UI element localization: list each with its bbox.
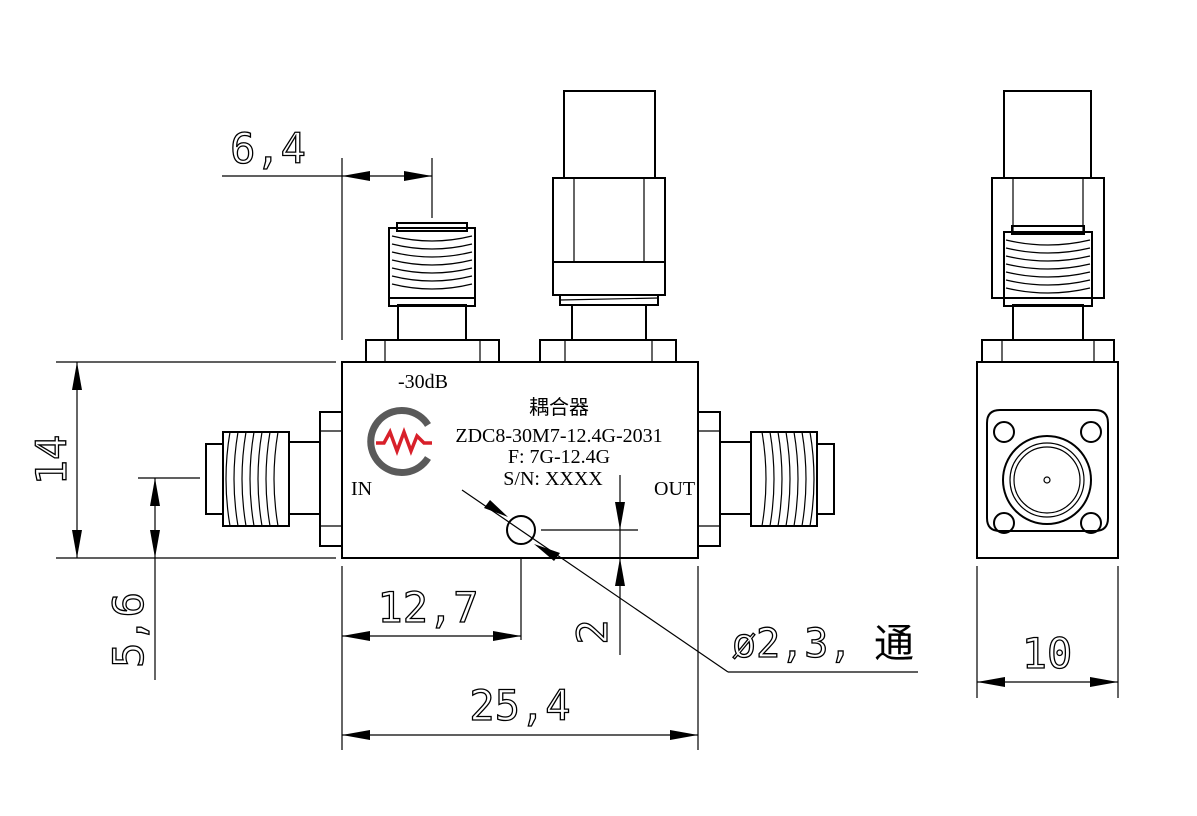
top-flange-coupled xyxy=(365,339,500,363)
flange-hole xyxy=(1080,512,1102,534)
connector-face xyxy=(1002,435,1092,525)
flange-hole xyxy=(993,421,1015,443)
square-flange xyxy=(986,409,1109,532)
frequency-label: F: 7G-12.4G xyxy=(508,446,610,468)
product-name-label: 耦合器 xyxy=(529,396,589,419)
input-connector xyxy=(205,411,343,547)
dim-depth: 10 xyxy=(1022,629,1073,678)
center-pin xyxy=(1043,476,1051,484)
output-label: OUT xyxy=(654,478,695,500)
model-label: ZDC8-30M7-12.4G-2031 xyxy=(455,425,662,447)
hole-note-suffix: 通 xyxy=(874,621,914,667)
dim-hole-dy: 2 xyxy=(568,619,617,644)
hole-note-prefix: ø2,3, xyxy=(732,621,852,667)
side-view xyxy=(976,90,1119,559)
dim-height: 14 xyxy=(27,435,76,486)
dim-width: 25,4 xyxy=(469,681,570,730)
flange-hole xyxy=(1080,421,1102,443)
coupling-label: -30dB xyxy=(398,371,448,393)
hole-leader-line xyxy=(461,489,729,673)
output-connector xyxy=(697,411,835,547)
dim-top-offset: 6,4 xyxy=(230,124,306,173)
mounting-hole xyxy=(506,515,536,545)
serial-label: S/N: XXXX xyxy=(503,468,603,490)
top-flange-terminated xyxy=(539,339,677,363)
company-logo xyxy=(367,407,432,476)
input-label: IN xyxy=(351,478,372,500)
load-connector xyxy=(552,90,666,341)
dim-hole-y: 5,6 xyxy=(104,592,153,668)
dim-hole-x: 12,7 xyxy=(377,583,478,632)
flange-hole xyxy=(993,512,1015,534)
coupled-port-connector xyxy=(388,222,476,341)
